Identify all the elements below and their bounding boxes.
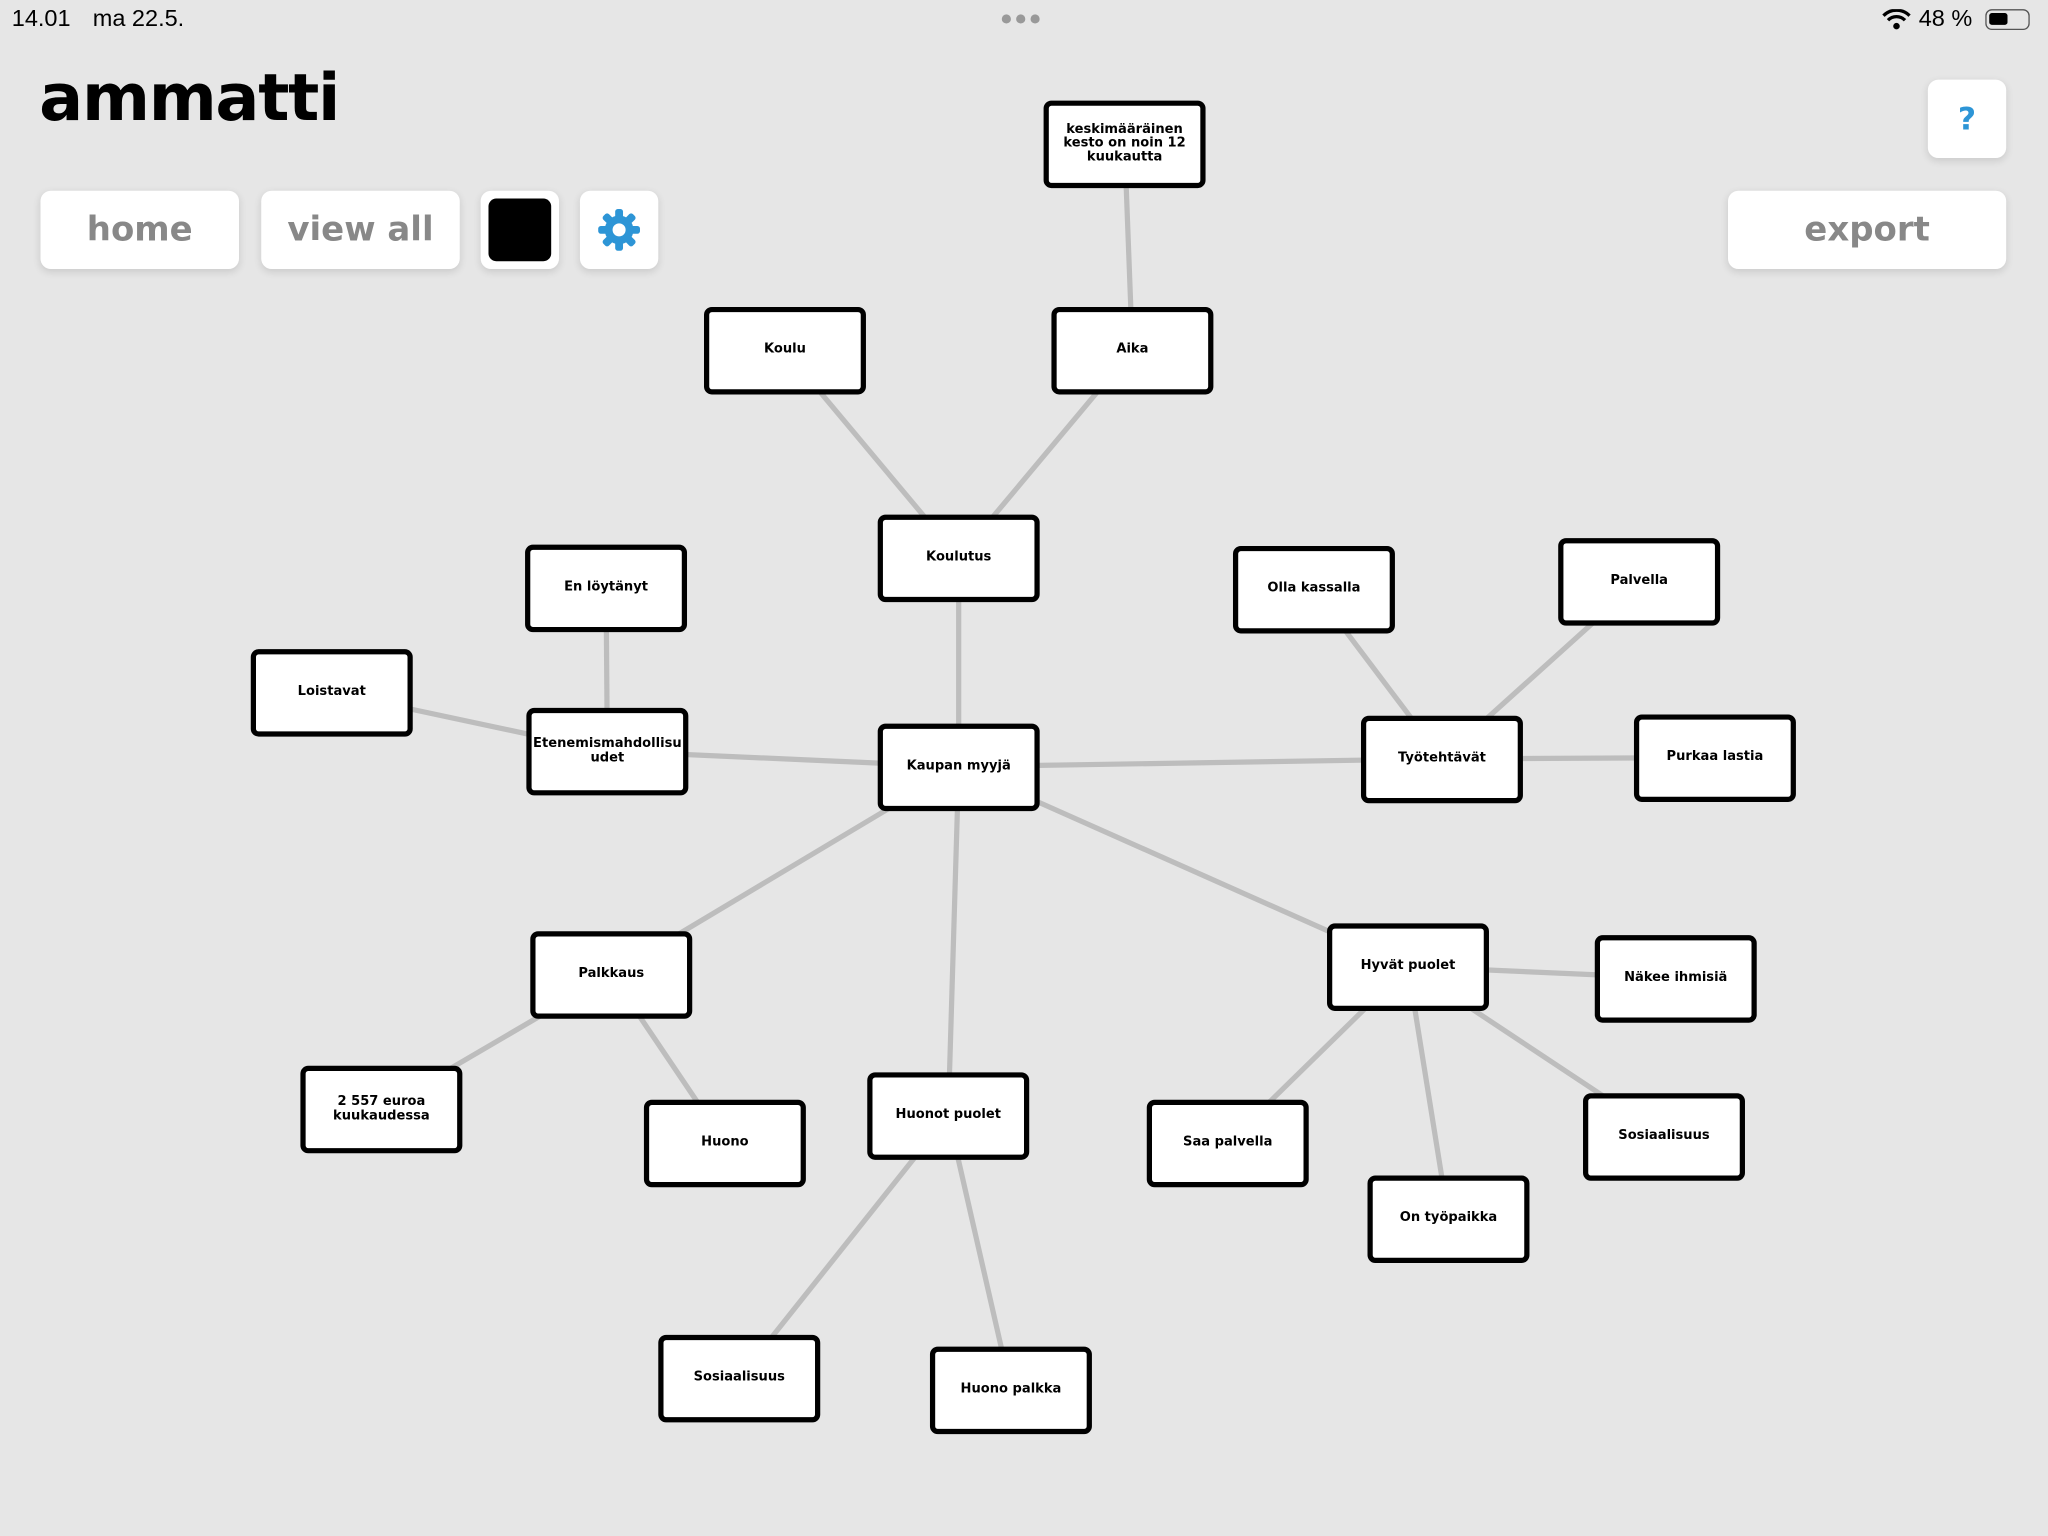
node-label: Sosiaalisuus bbox=[1618, 1128, 1710, 1144]
node-label: Huono bbox=[701, 1135, 749, 1150]
view-all-button[interactable]: view all bbox=[261, 190, 460, 270]
node-koulutus[interactable]: Koulutus bbox=[877, 514, 1040, 603]
node-label: Sosiaalisuus bbox=[693, 1370, 785, 1385]
color-swatch bbox=[488, 198, 552, 262]
node-tyotehtavat[interactable]: Työtehtävät bbox=[1360, 715, 1523, 804]
node-aika[interactable]: Aika bbox=[1051, 306, 1214, 395]
help-button[interactable]: ? bbox=[1927, 79, 2007, 159]
node-nakee[interactable]: Näkee ihmisiä bbox=[1594, 935, 1757, 1023]
node-kassalla[interactable]: Olla kassalla bbox=[1232, 545, 1395, 634]
node-label: Etenemismahdollisu udet bbox=[533, 736, 682, 765]
node-huonopalkka[interactable]: Huono palkka bbox=[929, 1346, 1092, 1435]
node-kesto[interactable]: keskimääräinen kesto on noin 12 kuukautt… bbox=[1043, 100, 1206, 189]
node-kaupan[interactable]: Kaupan myyjä bbox=[877, 723, 1040, 812]
node-label: Kaupan myyjä bbox=[906, 759, 1011, 774]
node-label: Huono palkka bbox=[960, 1382, 1062, 1397]
node-label: Purkaa lastia bbox=[1666, 750, 1764, 765]
node-enloytanyt[interactable]: En löytänyt bbox=[525, 544, 688, 633]
settings-button[interactable] bbox=[579, 190, 659, 270]
node-label: On työpaikka bbox=[1399, 1211, 1498, 1226]
node-huonot[interactable]: Huonot puolet bbox=[867, 1072, 1030, 1160]
node-label: Työtehtävät bbox=[1398, 751, 1486, 766]
node-koulu[interactable]: Koulu bbox=[703, 306, 866, 395]
status-date: ma 22.5. bbox=[92, 5, 185, 32]
node-label: Palvella bbox=[1610, 573, 1668, 589]
node-hyvat[interactable]: Hyvät puolet bbox=[1327, 923, 1489, 1011]
node-label: Olla kassalla bbox=[1267, 581, 1361, 596]
multitask-dots[interactable] bbox=[1001, 14, 1040, 24]
edge-huonot-huonopalkka bbox=[945, 1114, 1014, 1391]
gear-icon bbox=[598, 208, 640, 251]
status-time: 14.01 bbox=[11, 5, 71, 32]
node-label: Näkee ihmisiä bbox=[1624, 970, 1728, 986]
wifi-icon bbox=[1882, 9, 1911, 30]
node-sosiaalisuus2[interactable]: Sosiaalisuus bbox=[1583, 1093, 1745, 1181]
node-tyopaikka[interactable]: On työpaikka bbox=[1367, 1175, 1530, 1264]
node-label: En löytänyt bbox=[564, 580, 648, 595]
node-label: Koulutus bbox=[926, 550, 992, 565]
node-loistavat[interactable]: Loistavat bbox=[250, 649, 413, 737]
edge-kaupan-huonot bbox=[945, 766, 962, 1116]
node-saapalvella[interactable]: Saa palvella bbox=[1146, 1099, 1309, 1188]
node-label: Koulu bbox=[763, 342, 806, 357]
node-euroa[interactable]: 2 557 euroa kuukaudessa bbox=[300, 1065, 463, 1154]
node-eteneminen[interactable]: Etenemismahdollisu udet bbox=[526, 707, 689, 796]
node-label: keskimääräinen kesto on noin 12 kuukautt… bbox=[1063, 122, 1186, 165]
battery-icon bbox=[1985, 9, 2030, 31]
node-label: Aika bbox=[1116, 342, 1149, 357]
color-picker-button[interactable] bbox=[480, 190, 560, 270]
node-label: Palkkaus bbox=[578, 966, 645, 982]
node-label: Huonot puolet bbox=[895, 1107, 1001, 1123]
node-palvella[interactable]: Palvella bbox=[1558, 538, 1721, 626]
node-label: Saa palvella bbox=[1183, 1135, 1273, 1150]
app-title: ammatti bbox=[39, 60, 340, 136]
node-palkkaus[interactable]: Palkkaus bbox=[530, 931, 693, 1019]
battery-percent: 48 % bbox=[1918, 5, 1973, 32]
node-label: Hyvät puolet bbox=[1360, 959, 1456, 974]
node-label: Loistavat bbox=[297, 684, 366, 700]
export-button[interactable]: export bbox=[1727, 190, 2007, 270]
node-purkaa[interactable]: Purkaa lastia bbox=[1633, 714, 1796, 802]
node-huono[interactable]: Huono bbox=[643, 1099, 806, 1188]
node-label: 2 557 euroa kuukaudessa bbox=[333, 1094, 430, 1123]
home-button[interactable]: home bbox=[40, 190, 240, 270]
node-sosiaalisuus1[interactable]: Sosiaalisuus bbox=[658, 1334, 821, 1423]
